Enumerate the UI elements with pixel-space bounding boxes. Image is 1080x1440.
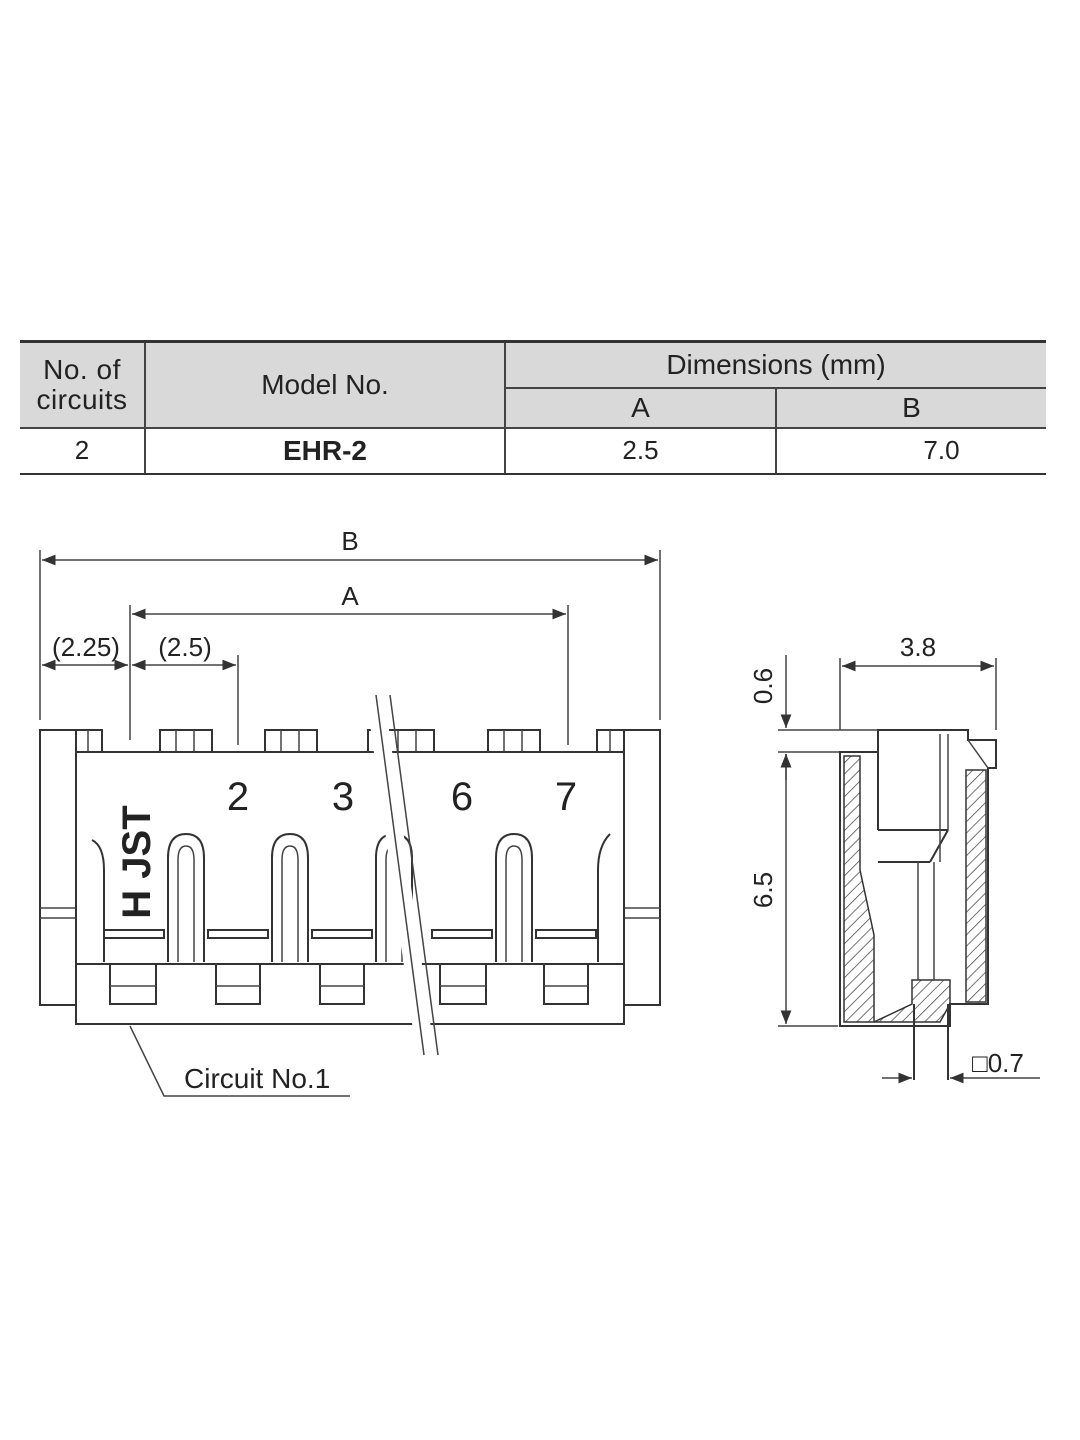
brand-marking: H JST bbox=[115, 805, 159, 918]
pin-number-7: 7 bbox=[555, 775, 577, 819]
callout-circuit-no1: Circuit No.1 bbox=[184, 1063, 330, 1094]
housing-end-left bbox=[39, 729, 77, 1006]
header-col-a: A bbox=[505, 387, 777, 429]
housing-end-right bbox=[623, 729, 661, 1006]
dim-label-b: B bbox=[341, 526, 358, 556]
section-hatch-left bbox=[843, 755, 875, 1023]
contact-shelves bbox=[103, 929, 597, 939]
header-col-b: B bbox=[776, 387, 1047, 429]
side-profile bbox=[839, 729, 997, 1027]
dim-label-pin: □0.7 bbox=[972, 1048, 1024, 1078]
cell-circuits: 2 bbox=[20, 427, 146, 475]
spec-table: No. of circuits Model No. Dimensions (mm… bbox=[20, 340, 1047, 475]
dim-label-pitch: (2.5) bbox=[158, 632, 211, 662]
header-circuits-line1: No. of bbox=[43, 353, 121, 385]
dim-label-a: A bbox=[341, 581, 359, 611]
section-hatch-bottom bbox=[873, 979, 951, 1023]
pin-number-3: 3 bbox=[332, 775, 354, 819]
cell-model: EHR-2 bbox=[145, 427, 506, 475]
pin-number-2: 2 bbox=[227, 775, 249, 819]
cell-dim-a: 2.5 bbox=[505, 427, 777, 475]
callout-leader bbox=[129, 1025, 350, 1097]
table-row: 2 EHR-2 2.5 7.0 bbox=[20, 427, 1047, 475]
dim-label-side-width: 3.8 bbox=[900, 632, 936, 662]
cell-dim-b: 7.0 bbox=[776, 427, 1047, 475]
header-circuits-line2: circuits bbox=[36, 383, 128, 415]
dim-label-side-top: 0.6 bbox=[748, 668, 778, 704]
top-latches bbox=[75, 729, 625, 753]
header-circuits: No. of circuits bbox=[20, 340, 146, 429]
header-model: Model No. bbox=[145, 340, 506, 429]
pin-number-6: 6 bbox=[451, 775, 473, 819]
break-line-2 bbox=[389, 694, 439, 1056]
break-line-1 bbox=[375, 694, 425, 1056]
dim-label-end-offset: (2.25) bbox=[52, 632, 120, 662]
side-view: 3.8 0.6 6.5 bbox=[748, 632, 1040, 1084]
housing-bottom-comb bbox=[75, 963, 625, 1025]
header-dimensions: Dimensions (mm) bbox=[505, 340, 1047, 389]
section-hatch-right bbox=[965, 769, 987, 1003]
dim-label-side-height: 6.5 bbox=[748, 872, 778, 908]
front-view: B A (2.25) (2.5) 2 bbox=[39, 526, 661, 1097]
